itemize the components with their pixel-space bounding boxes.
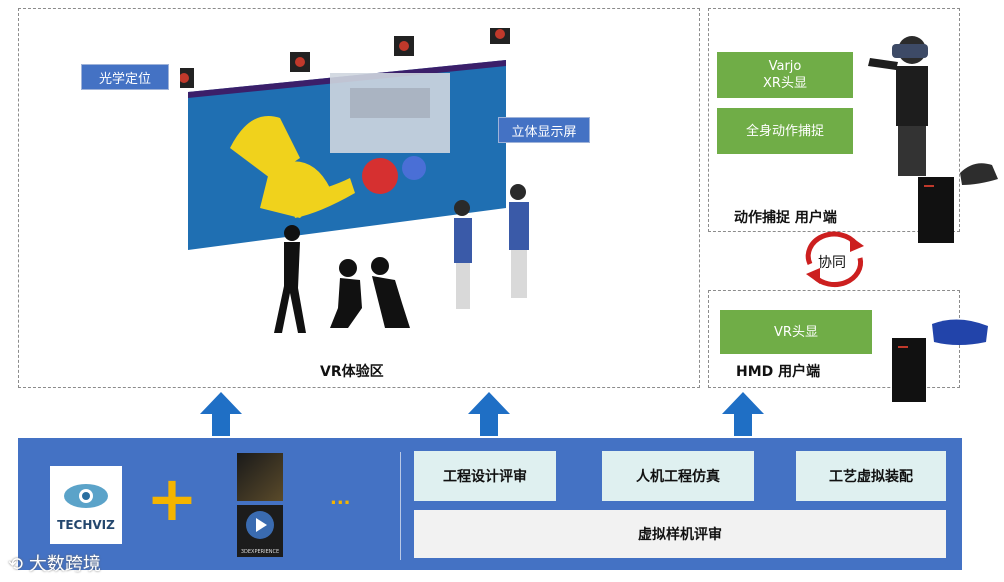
up-arrow-icon (468, 392, 510, 436)
techviz-brand: TECHVIZ (57, 518, 115, 532)
tracker-icon (290, 52, 310, 72)
play-icon (246, 511, 274, 539)
watermark-glyph-icon: ⟲ (8, 554, 24, 575)
experience-app-icon: 3DEXPERIENCE (237, 505, 283, 557)
feature-design-review: 工程设计评审 (414, 451, 556, 501)
tracker-icon (180, 68, 194, 88)
watermark: ⟲ 大数跨境 (8, 550, 101, 576)
virtual-prototype-review: 虚拟样机评审 (414, 510, 946, 558)
vr-headset-box: VR头显 (720, 310, 872, 354)
motion-client-title: 动作捕捉 用户端 (734, 210, 837, 226)
ds-app-icon (237, 453, 283, 501)
feature-ergonomics: 人机工程仿真 (602, 451, 754, 501)
workstation-pc-icon (918, 163, 998, 243)
separator-line (400, 452, 401, 560)
up-arrow-icon (200, 392, 242, 436)
vr-zone-title: VR体验区 (320, 364, 384, 380)
hmd-workstation-icon (892, 319, 988, 402)
tracker-icon (394, 36, 414, 56)
vr-headset-label: VR头显 (774, 324, 818, 340)
collaboration-cycle-icon (805, 231, 864, 288)
hmd-client-title: HMD 用户端 (736, 364, 821, 380)
stereo-display-tag: 立体显示屏 (498, 117, 590, 143)
stereo-display-label: 立体显示屏 (511, 124, 577, 140)
eye-logo-icon (64, 484, 108, 508)
collaboration-label: 协同 (818, 255, 846, 271)
tracker-icon (490, 28, 510, 44)
ellipsis: ... (330, 488, 351, 509)
experience-caption: 3DEXPERIENCE (240, 549, 280, 555)
varjo-headset-box: Varjo XR头显 (717, 52, 853, 98)
mocap-box: 全身动作捕捉 (717, 108, 853, 154)
techviz-logo: TECHVIZ (50, 466, 122, 544)
vr-zone-frame (18, 8, 700, 388)
plus-sign: + (146, 462, 198, 535)
up-arrow-icon (722, 392, 764, 436)
mocap-label: 全身动作捕捉 (745, 123, 824, 139)
varjo-headset-label: Varjo XR头显 (763, 59, 807, 91)
optical-tracking-tag: 光学定位 (81, 64, 169, 90)
feature-virtual-assembly: 工艺虚拟装配 (796, 451, 946, 501)
optical-tracking-label: 光学定位 (98, 71, 151, 87)
watermark-text: 大数跨境 (28, 554, 101, 575)
mocap-person-illustration (868, 36, 928, 176)
vr-scene-illustration (180, 28, 529, 333)
